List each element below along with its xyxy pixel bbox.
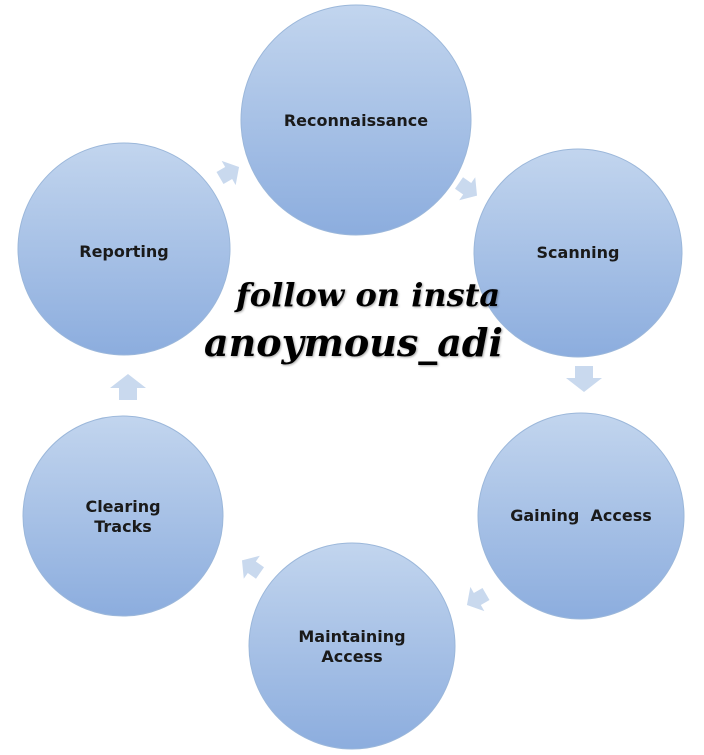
node-label: Maintaining bbox=[298, 627, 405, 646]
node-gaining-access: Gaining Access bbox=[477, 412, 685, 620]
node-circle bbox=[17, 142, 231, 356]
node-label: Tracks bbox=[94, 517, 152, 536]
node-circle bbox=[473, 148, 683, 358]
arrow-reconnaissance-to-scanning bbox=[454, 177, 478, 201]
node-circle bbox=[240, 4, 472, 236]
arrow-gaining-to-maintaining bbox=[466, 586, 490, 612]
node-circle bbox=[248, 542, 456, 750]
node-maintaining-access: Maintaining Access bbox=[248, 542, 456, 750]
arrow-scanning-to-gaining-access bbox=[566, 366, 602, 392]
node-label: Reconnaissance bbox=[284, 111, 428, 130]
node-clearing-tracks: Clearing Tracks bbox=[22, 415, 224, 617]
node-circle bbox=[477, 412, 685, 620]
node-label: Access bbox=[321, 647, 382, 666]
node-label: Reporting bbox=[79, 242, 168, 261]
node-label: Gaining Access bbox=[510, 506, 652, 525]
node-reconnaissance: Reconnaissance bbox=[240, 4, 472, 236]
node-scanning: Scanning bbox=[473, 148, 683, 358]
node-label: Clearing bbox=[85, 497, 160, 516]
node-reporting: Reporting bbox=[17, 142, 231, 356]
arrow-maintaining-to-clearing bbox=[241, 555, 265, 579]
arrows-layer bbox=[110, 160, 602, 612]
watermark-follow-text: follow on insta bbox=[236, 276, 501, 314]
watermark-handle-text: anoymous_adi bbox=[204, 320, 503, 365]
node-circle bbox=[22, 415, 224, 617]
node-label: Scanning bbox=[537, 243, 620, 262]
arrow-reporting-to-reconnaissance bbox=[216, 160, 240, 186]
arrow-clearing-to-reporting bbox=[110, 374, 146, 400]
